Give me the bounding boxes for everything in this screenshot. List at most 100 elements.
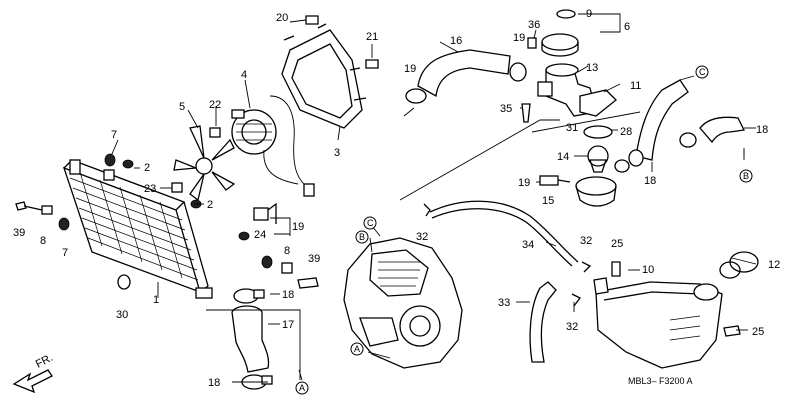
callout-18-lower: 18 xyxy=(208,377,220,389)
callout-10: 10 xyxy=(642,264,654,276)
callout-6: 6 xyxy=(624,21,630,33)
lower-hose xyxy=(231,305,270,373)
svg-text:B: B xyxy=(743,171,749,181)
callout-13: 13 xyxy=(586,62,598,74)
tube-clip-32-left xyxy=(423,203,431,217)
callout-2-upper: 2 xyxy=(144,162,150,174)
svg-text:C: C xyxy=(699,67,706,77)
radiator-bolt-39-left xyxy=(15,201,43,211)
hose-clamp-19-h21 xyxy=(628,149,644,167)
fan-motor xyxy=(231,109,277,155)
callout-12: 12 xyxy=(768,259,780,271)
collar-8-right xyxy=(281,262,293,274)
tube-clip-32-right xyxy=(581,261,592,273)
callout-8-right: 8 xyxy=(284,245,290,257)
cap-o-ring-9 xyxy=(556,9,576,19)
callout-25-top: 20 xyxy=(276,12,288,24)
bolt-24-upper xyxy=(611,261,621,277)
callout-14: 14 xyxy=(557,151,569,163)
hose-clamp-18-upper xyxy=(233,288,265,304)
connector-b-engine: B xyxy=(355,230,369,244)
callout-7-left: 7 xyxy=(62,247,68,259)
callout-35: 34 xyxy=(522,239,534,251)
svg-text:C: C xyxy=(367,218,374,228)
callout-7-top: 7 xyxy=(111,129,117,141)
hose-clamp-19-left xyxy=(405,88,427,104)
radiator-grommet-7-top xyxy=(104,153,116,167)
overflow-tube-34 xyxy=(529,281,557,363)
front-arrow-label: FR. xyxy=(34,352,55,371)
callout-19-left: 19 xyxy=(404,63,416,75)
callout-26-middle: 23 xyxy=(144,183,156,195)
callout-11: 11 xyxy=(630,80,641,92)
callout-26-top: 22 xyxy=(209,99,221,111)
connector-a-engine: A xyxy=(350,342,364,356)
thermostat-14 xyxy=(587,145,609,173)
callout-39-left: 39 xyxy=(13,227,25,239)
callout-31: 31 xyxy=(566,122,578,134)
reserve-tank xyxy=(593,277,723,369)
callout-19-right: 19 xyxy=(513,32,525,44)
connector-c-engine: C xyxy=(363,216,377,230)
hose-clamp-19-h20 xyxy=(679,132,697,148)
front-arrow-icon: FR. xyxy=(12,352,55,394)
screw-37 xyxy=(527,37,537,49)
bolt-39-right xyxy=(297,277,319,289)
callout-8-left: 8 xyxy=(40,235,46,247)
svg-text:B: B xyxy=(359,232,365,242)
callout-24-lower: 25 xyxy=(752,326,764,338)
callout-17: 17 xyxy=(282,319,294,331)
callout-4: 4 xyxy=(241,69,247,81)
callout-18-upper: 18 xyxy=(282,289,294,301)
callout-9: 9 xyxy=(586,8,592,20)
callout-24-upper: 25 xyxy=(611,238,623,250)
reserve-tank-cap xyxy=(719,251,759,279)
callout-21: 18 xyxy=(644,175,656,187)
callout-22: 19 xyxy=(518,177,530,189)
callout-32-right: 32 xyxy=(580,235,592,247)
callout-36: 35 xyxy=(500,103,512,115)
callout-16: 16 xyxy=(450,35,462,47)
radiator-cap xyxy=(541,33,579,57)
thermostat-housing-cover-11 xyxy=(579,89,617,117)
callout-labels: 20 21 4 5 22 3 7 2 23 2 19 24 8 39 39 8 … xyxy=(13,8,780,389)
radiator-core xyxy=(62,159,213,299)
fan-blade xyxy=(173,125,236,202)
tube-clip-33 xyxy=(571,293,581,307)
callout-25-right: 21 xyxy=(366,31,378,43)
callout-20: 18 xyxy=(756,124,768,136)
fan-motor-wire-harness xyxy=(263,95,315,197)
collar-26-motor xyxy=(209,127,221,138)
fan-shroud xyxy=(281,23,367,129)
hose-clamp-19-right xyxy=(509,62,527,82)
bolt-25-right xyxy=(365,59,379,69)
hose-20 xyxy=(699,116,745,144)
temp-sensor-22 xyxy=(539,175,571,186)
bolt-36 xyxy=(521,103,531,123)
bolt-25-top xyxy=(305,15,319,25)
callout-37: 36 xyxy=(528,19,540,31)
thermostat-case-15 xyxy=(575,176,617,207)
callout-30: 30 xyxy=(116,309,128,321)
drawing-code: MBL3– F3200 A xyxy=(628,376,693,386)
connector-b-right: B xyxy=(739,169,753,183)
callout-1: 1 xyxy=(153,294,159,306)
connector-a-lower: A xyxy=(295,381,309,395)
svg-text:A: A xyxy=(299,383,305,393)
callout-32-left: 32 xyxy=(416,231,428,243)
callout-27: 24 xyxy=(254,229,266,241)
nut-2-upper xyxy=(122,159,134,169)
callout-28: 28 xyxy=(620,126,632,138)
bolt-24-lower xyxy=(723,325,741,337)
callout-5: 5 xyxy=(179,101,185,113)
collar-26-middle xyxy=(171,182,183,193)
callout-34: 33 xyxy=(498,297,510,309)
hose-21 xyxy=(635,79,689,161)
svg-text:A: A xyxy=(354,344,360,354)
callout-23: 19 xyxy=(292,221,304,233)
radiator-grommet-7-left xyxy=(58,217,70,231)
radiator-collar-8-left xyxy=(41,205,53,215)
callout-33: 32 xyxy=(566,321,578,333)
callout-15: 15 xyxy=(542,195,554,207)
